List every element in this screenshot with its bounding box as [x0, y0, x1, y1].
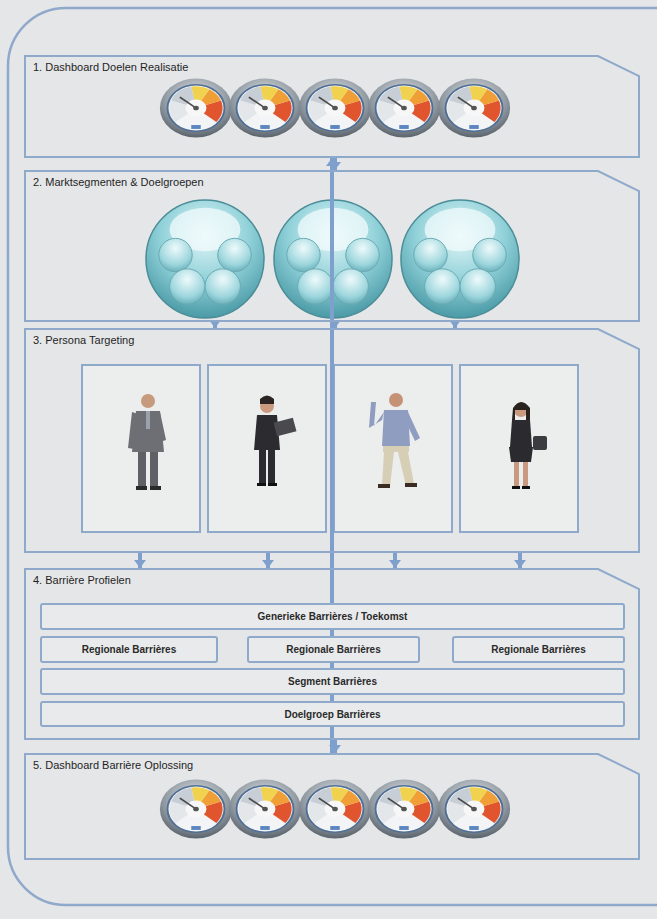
gauges-bottom: [160, 780, 510, 839]
arrow-head: [514, 560, 526, 568]
panel-title: 1. Dashboard Doelen Realisatie: [33, 61, 188, 73]
bar-label: Doelgroep Barrières: [284, 709, 380, 720]
step-panel: 1. Dashboard Doelen Realisatie: [24, 55, 640, 158]
panel-border: [25, 329, 639, 552]
bar-label: Generieke Barrières / Toekomst: [258, 611, 408, 622]
panel-title: 5. Dashboard Barrière Oplossing: [33, 759, 193, 771]
panel-border: [25, 56, 639, 157]
barrier-bar: Doelgroep Barrières: [40, 701, 625, 727]
persona-1: [128, 394, 166, 490]
arrow-head: [262, 560, 274, 568]
panel-title: 2. Marktsegmenten & Doelgroepen: [33, 176, 204, 188]
step-panel: 3. Persona Targeting: [24, 328, 640, 553]
barrier-bar: Segment Barrières: [40, 668, 625, 695]
step-panel: 2. Marktsegmenten & Doelgroepen: [24, 170, 640, 322]
bar-label: Segment Barrières: [288, 676, 377, 687]
flow-arrow: [326, 158, 338, 753]
panel-outline: [24, 328, 640, 553]
step-panel: 4. Barrière ProfielenGenerieke Barrières…: [24, 568, 640, 740]
panel-title: 4. Barrière Profielen: [33, 574, 131, 586]
persona-4: [509, 402, 547, 489]
barrier-bar: Regionale Barrières: [247, 636, 420, 663]
bar-label: Regionale Barrières: [491, 644, 586, 655]
barrier-bar: Regionale Barrières: [452, 636, 625, 663]
arrow-head: [134, 560, 146, 568]
barrier-bar: Regionale Barrières: [40, 636, 218, 663]
arrow-shaft: [330, 158, 334, 753]
panel-outline: [24, 170, 640, 322]
arrow-head: [389, 560, 401, 568]
persona-3: [369, 393, 420, 488]
panel-border: [25, 569, 639, 739]
persona-2: [254, 396, 296, 487]
loop-outline: [8, 8, 657, 905]
bar-label: Regionale Barrières: [82, 644, 177, 655]
panel-title: 3. Persona Targeting: [33, 334, 134, 346]
step-panel: 5. Dashboard Barrière Oplossing: [24, 753, 640, 860]
barrier-bar: Generieke Barrières / Toekomst: [40, 603, 625, 630]
panel-border: [25, 754, 639, 859]
arrow-head: [326, 158, 338, 166]
gauges-top: [160, 79, 510, 138]
bar-label: Regionale Barrières: [286, 644, 381, 655]
panel-border: [25, 171, 639, 321]
